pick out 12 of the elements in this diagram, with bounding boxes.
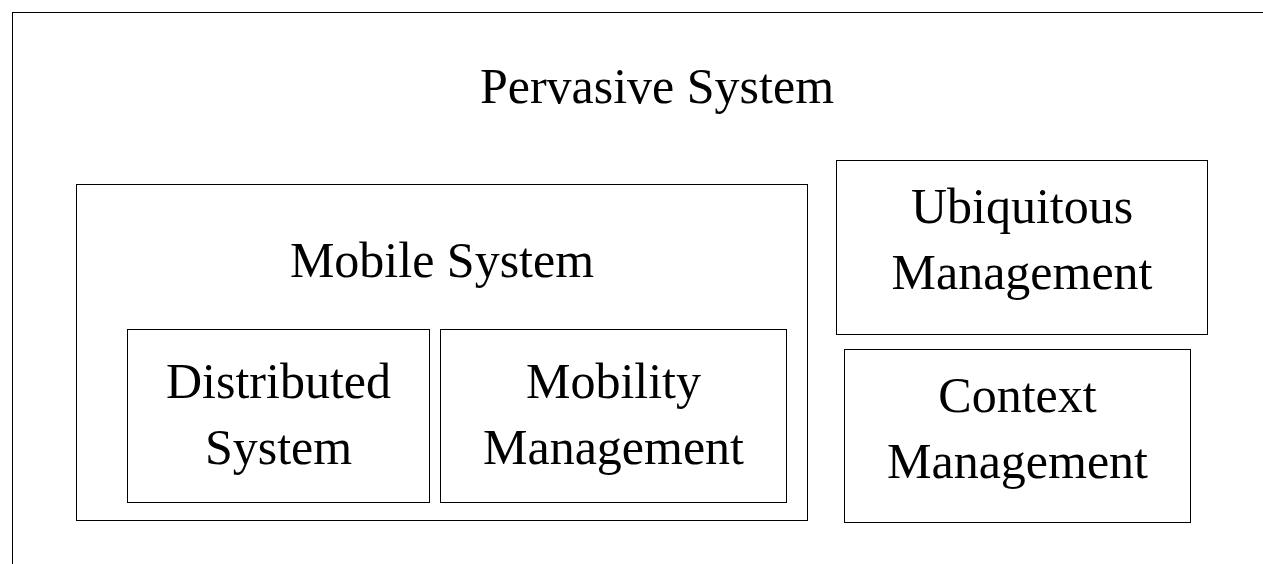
box-label: Mobile System	[288, 231, 596, 290]
box-label: Pervasive System	[478, 57, 836, 116]
component-box	[127, 329, 430, 503]
box-label: Context Management	[886, 366, 1149, 491]
component-box	[76, 184, 808, 521]
box-label: Distributed System	[165, 352, 392, 477]
box-label: Ubiquitous Management	[890, 177, 1154, 302]
component-box	[836, 160, 1208, 335]
outer-frame	[12, 12, 1263, 564]
box-label: Mobility Management	[482, 352, 745, 477]
component-box	[844, 349, 1191, 523]
component-box	[440, 329, 787, 503]
